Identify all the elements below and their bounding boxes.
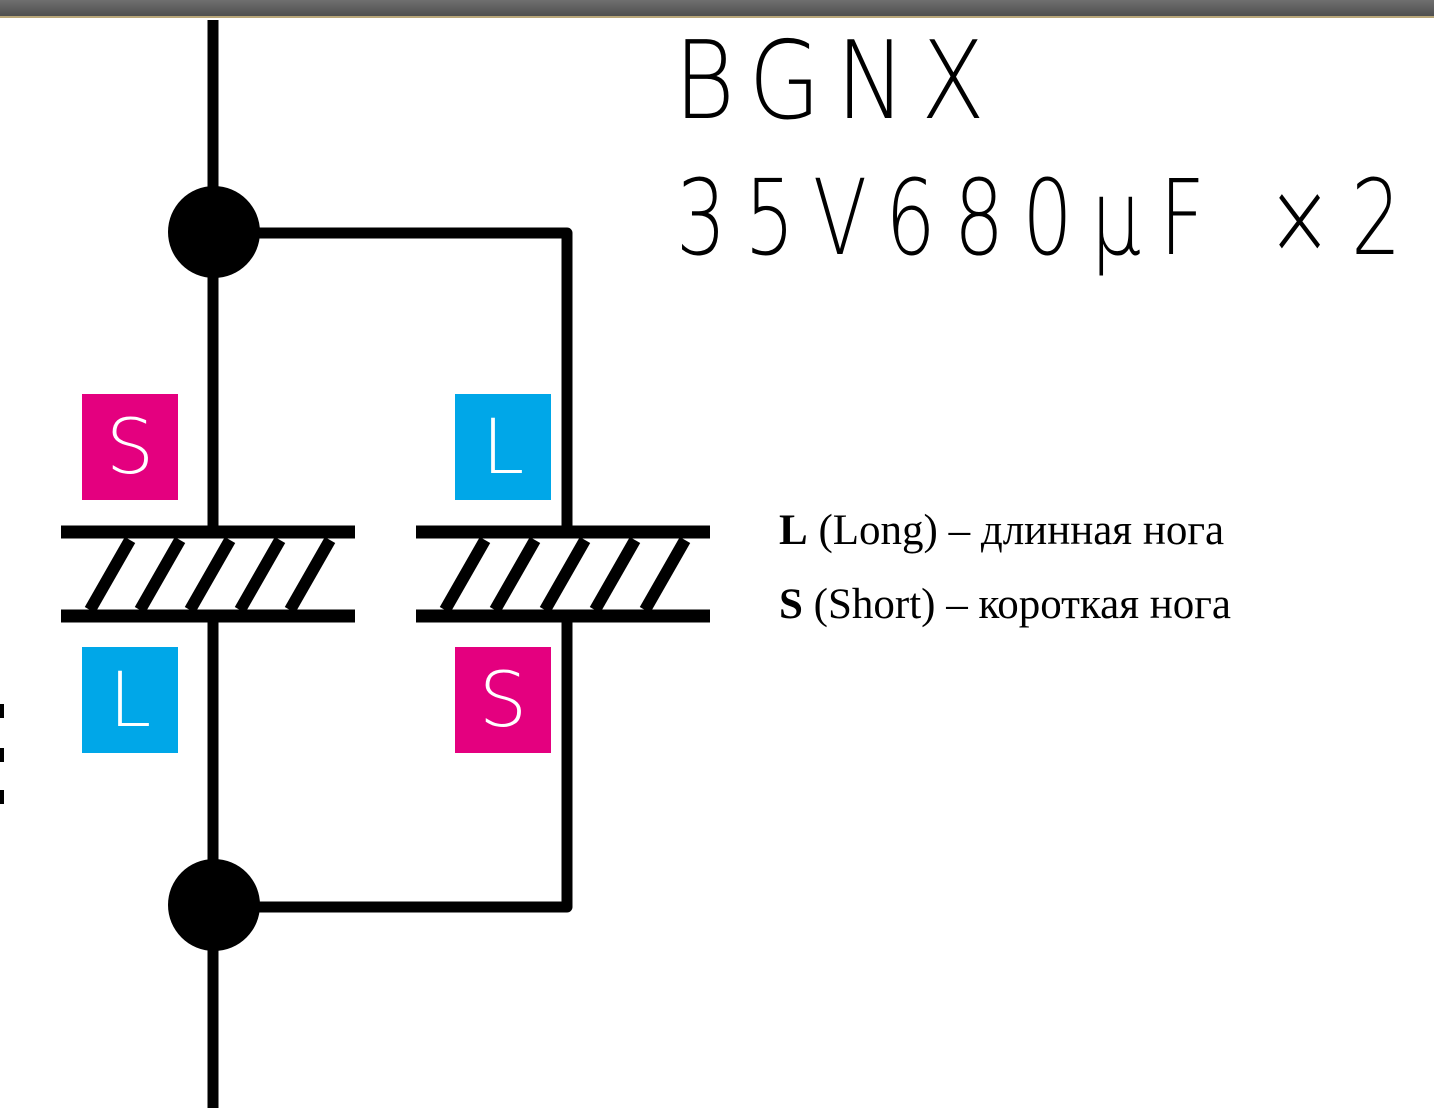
legend-long-text: (Long) – длинная нога <box>807 507 1225 554</box>
part-series-title: BGNX <box>674 19 1001 144</box>
badge-left-bottom: L <box>82 647 178 753</box>
window-top-bar <box>0 0 1434 18</box>
wire-right-bottom <box>213 617 573 913</box>
legend-short-key: S <box>779 581 803 628</box>
capacitor-left <box>61 525 355 623</box>
badge-right-bottom: S <box>455 647 551 753</box>
wire-right-top <box>213 227 573 531</box>
edge-mark <box>0 704 4 718</box>
legend-long-key: L <box>779 507 808 554</box>
legend-long: L (Long) – длинная нога <box>779 506 1224 556</box>
capacitor-right <box>416 525 710 623</box>
legend-short-text: (Short) – короткая нога <box>802 581 1232 628</box>
junction-top <box>168 186 260 278</box>
badge-left-top: S <box>82 394 178 500</box>
edge-mark <box>0 790 4 804</box>
junction-bottom <box>168 859 260 951</box>
edge-mark <box>0 748 4 762</box>
badge-right-top: L <box>455 394 551 500</box>
legend-short: S (Short) – короткая нога <box>779 580 1231 630</box>
part-rating-title: 35V680μF ×2 <box>676 157 1420 279</box>
